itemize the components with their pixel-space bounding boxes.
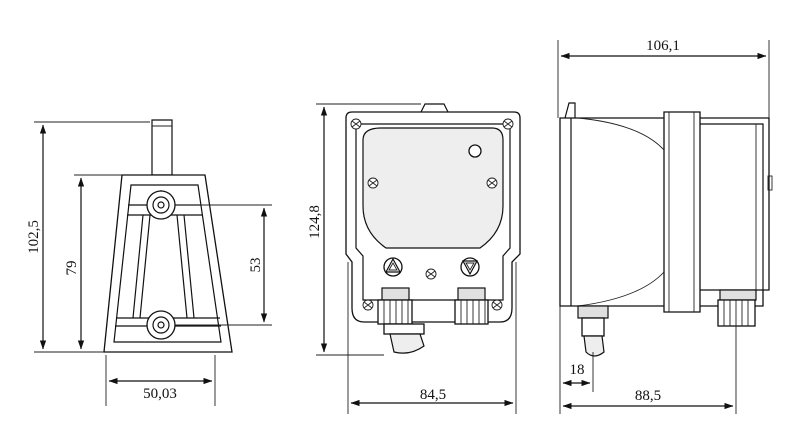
dim-front-width-label: 84,5	[420, 387, 446, 403]
dim-front-width: 84,5	[347, 262, 517, 414]
side-gland-right	[717, 289, 757, 327]
dim-mount-height: 102,5	[26, 121, 150, 353]
dim-hole-spacing: 53	[175, 204, 272, 326]
dim-front-height: 124,8	[307, 103, 421, 356]
dim-mount-hole-bottom: 79	[64, 174, 122, 350]
dim-side-gland-offset-label: 18	[570, 362, 585, 378]
dim-side-total-depth-label: 106,1	[646, 38, 680, 54]
dim-mount-width-label: 50,03	[143, 386, 177, 402]
mounting-bracket-view	[103, 119, 233, 353]
dim-side-depth-label: 88,5	[635, 388, 661, 404]
pump-front-view	[345, 103, 521, 354]
inlet-arrow-icon	[383, 257, 403, 277]
side-gland-left	[577, 305, 609, 357]
dim-side-depth: 88,5	[562, 326, 737, 414]
dim-mount-height-label: 102,5	[26, 220, 42, 254]
dim-mount-hole-bottom-label: 79	[64, 261, 80, 276]
cable-gland-left	[377, 287, 425, 354]
dim-mount-width: 50,03	[105, 355, 216, 406]
dim-side-gland-offset: 18	[559, 306, 594, 414]
pump-side-view	[559, 102, 773, 357]
dim-side-total-depth: 106,1	[557, 38, 770, 118]
dim-front-height-label: 124,8	[307, 205, 323, 239]
cable-gland-right	[454, 287, 489, 325]
dim-hole-spacing-label: 53	[248, 258, 264, 273]
outlet-arrow-icon	[460, 257, 480, 277]
